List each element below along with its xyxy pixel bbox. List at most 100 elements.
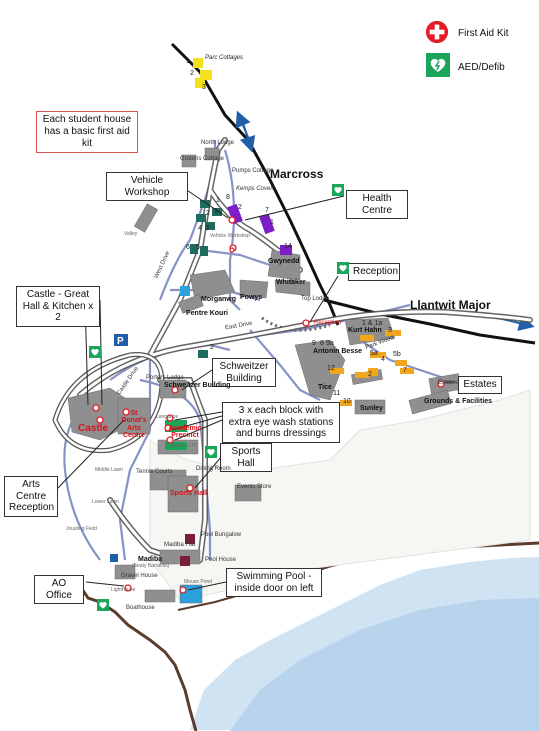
main-roads: [170, 42, 536, 345]
label-parc-cottages: Parc Cottages: [205, 55, 244, 61]
label-beaty-barracks: (Beaty Barracks): [132, 563, 170, 569]
house-number: 4: [198, 225, 202, 232]
first-aid-marker: [186, 484, 194, 492]
house-number: 12: [327, 365, 335, 372]
callout-arts-centre: Arts Centre Reception: [4, 476, 58, 517]
label-grooms-cottage: Grooms Cottage: [180, 156, 225, 162]
label-dining-room: Dining Room: [196, 466, 231, 472]
first-aid-marker: [179, 586, 187, 594]
svg-text:P: P: [117, 336, 124, 347]
buildings: [67, 147, 462, 604]
label-kemps-covert: Kemps Covert: [236, 186, 275, 192]
parking-icons: P: [110, 334, 128, 562]
label-pool-bungalow: Pool Bungalow: [201, 532, 242, 538]
callout-ao-office: AO Office: [34, 575, 84, 604]
legend-first-aid-label: First Aid Kit: [458, 28, 509, 39]
callout-swimming-pool: Swimming Pool - inside door on left: [226, 568, 322, 597]
first-aid-marker: [164, 424, 172, 432]
house-number: 3: [202, 84, 206, 91]
first-aid-note: Each student house has a basic first aid…: [36, 111, 138, 153]
callout-estates: Estates: [458, 376, 502, 394]
house-number: 5b: [393, 351, 401, 358]
callout-health-centre: Health Centre: [346, 190, 408, 219]
first-aid-marker: [92, 404, 100, 412]
house-number: 9a: [326, 340, 334, 347]
coastline: [59, 578, 198, 731]
house-number: 2: [210, 344, 214, 351]
house-number: 2: [368, 371, 372, 378]
house-number: 10: [343, 398, 351, 405]
label-valley: Valley: [124, 231, 138, 237]
house-number: 6: [186, 244, 190, 251]
house-number: 1: [270, 219, 274, 226]
label-middle-lawn: Middle Lawn: [95, 467, 124, 473]
label-madiba: Madiba: [138, 556, 163, 563]
label-powys: Powys: [240, 294, 263, 301]
first-aid-marker: [96, 416, 104, 424]
label-lower-lawn: Lower Lawn: [92, 499, 119, 505]
label-morganwg: Morganwg: [201, 296, 236, 303]
house-number: 3: [205, 225, 209, 232]
first-aid-marker: [122, 408, 130, 416]
house-number: 4: [381, 356, 385, 363]
first-aid-kit-legend-icon: [425, 20, 449, 44]
label-porters-lodge: Porters Lodge: [146, 375, 184, 381]
first-aid-marker: [166, 436, 174, 444]
house-number: 3: [388, 327, 392, 334]
label-schweitzer-small: Schweitzer Building: [164, 382, 231, 389]
label-language: Language: [156, 414, 179, 420]
aed-castle-icon: [89, 346, 101, 358]
road-llantwit-major: Llantwit Major: [410, 298, 491, 312]
label-tice: Tice: [318, 384, 332, 391]
house-number: 2: [206, 210, 210, 217]
label-pentre-kouri: Pentre Kouri: [186, 310, 229, 317]
label-top-lodge: Top Lodge: [301, 296, 330, 302]
marcross-arrow: [235, 110, 251, 143]
house-number: 1 & 1a: [362, 320, 383, 327]
label-events-store: Events Store: [237, 484, 272, 490]
house-number: 11: [333, 390, 341, 397]
first-aid-marker: [166, 414, 174, 422]
label-vehicle-workshop-small: Vehicle Workshop: [210, 233, 250, 239]
label-mouse-pond: Mouse Pond: [184, 579, 213, 585]
first-aid-marker: [124, 584, 132, 592]
label-st-donats-arts-centre: St Donat's Arts Centre: [121, 410, 147, 440]
aed-health-centre-icon: [332, 184, 344, 196]
road-marcross: Marcross: [270, 167, 324, 181]
house-number: 1: [214, 208, 218, 215]
label-sports-hall-small: Sports Hall: [170, 490, 207, 497]
label-pumps-cottage: Pumps Cottage: [232, 168, 274, 174]
label-academic-precinct: Academic Precinct: [168, 425, 202, 440]
label-castle: Castle: [78, 423, 109, 434]
first-aid-marker: [437, 380, 445, 388]
aed-legend-icon: [426, 53, 450, 77]
callout-castle: Castle - Great Hall & Kitchen x 2: [16, 286, 100, 327]
aed-sports-hall-icon: [205, 446, 217, 458]
callout-eyewash: 3 x each block with extra eye wash stati…: [222, 402, 340, 443]
label-kurt-hahn: Kurt Hahn: [348, 327, 382, 334]
legend-aed-label: AED/Defib: [458, 62, 505, 73]
label-gwynedd: Gwynedd: [268, 258, 300, 265]
label-pool-house: Pool House: [205, 557, 237, 563]
house-number: 5a: [370, 350, 378, 357]
label-lighthouse: Lighthouse: [111, 587, 136, 593]
llantwit-road: [323, 298, 536, 345]
label-madiba-flat: Madiba Flat: [164, 542, 196, 548]
house-number: 8: [226, 194, 230, 201]
marcross-road: [170, 42, 340, 326]
label-jousting-field: Jousting Field: [66, 526, 97, 532]
label-reception-small: Reception: [314, 320, 342, 326]
label-north-lodge: North Lodge: [201, 140, 235, 146]
house-number: 2: [190, 70, 194, 77]
house-number: 9: [312, 340, 316, 347]
label-sunley: Sunley: [360, 405, 383, 412]
label-science-it: Science / IT: [170, 443, 197, 449]
label-gravel-house: Gravel House: [121, 573, 158, 579]
label-tennis-courts: Tennis Courts: [136, 469, 173, 475]
house-number: 2: [238, 204, 242, 211]
callout-sports-hall: Sports Hall: [220, 443, 272, 472]
callout-schweitzer: Schweitzer Building: [212, 358, 276, 387]
label-antonin-besse: Antonin Besse: [313, 348, 363, 355]
